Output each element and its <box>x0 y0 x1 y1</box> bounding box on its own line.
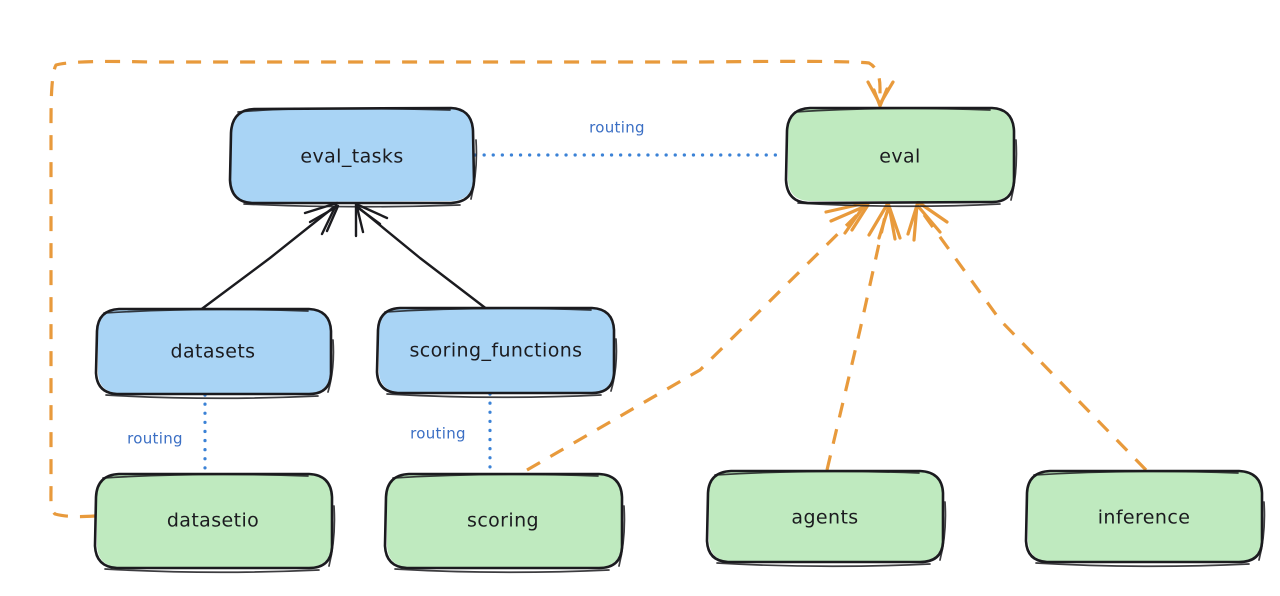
node-datasetio-fill <box>97 475 331 567</box>
node-scoring-outline-sketch <box>392 473 626 574</box>
dependency-path-datasetio <box>49 59 882 519</box>
edge-inference-to-eval <box>906 200 1148 472</box>
dependency-path-inference <box>920 211 1148 472</box>
node-scoring[interactable]: scoring <box>383 472 626 574</box>
edge-scoring-functions-to-scoring: routing <box>410 392 492 474</box>
node-inference[interactable]: inference <box>1024 469 1266 568</box>
node-scoring-functions-outline-sketch <box>384 307 618 399</box>
edge-scoring-functions-to-eval-tasks <box>354 202 490 312</box>
node-eval-tasks-fill <box>231 109 473 202</box>
node-datasetio-label: datasetio <box>167 510 259 532</box>
node-eval-fill <box>788 109 1013 201</box>
edge-label-routing-scoring-functions: routing <box>410 425 466 443</box>
node-scoring-functions-fill <box>379 309 613 392</box>
arrowhead-agents-eval-b <box>877 204 897 241</box>
node-inference-outline-sketch <box>1033 470 1266 568</box>
edge-eval-tasks-to-eval: routing <box>473 119 786 157</box>
node-datasets-fill <box>98 310 330 393</box>
node-agents-outline-sketch <box>714 470 947 568</box>
node-eval-tasks[interactable]: eval_tasks <box>228 106 478 208</box>
node-agents-label: agents <box>791 507 858 529</box>
edge-label-routing-datasets: routing <box>127 430 183 448</box>
edge-datasets-to-datasetio: routing <box>127 393 207 474</box>
composition-path-datasets <box>197 205 336 313</box>
node-scoring-fill <box>387 475 621 567</box>
node-eval-tasks-label: eval_tasks <box>300 146 403 168</box>
node-datasets-outline <box>94 307 333 396</box>
node-datasets[interactable]: datasets <box>94 307 335 400</box>
node-datasetio[interactable]: datasetio <box>93 472 336 574</box>
node-inference-label: inference <box>1098 507 1191 529</box>
node-agents-fill <box>709 472 942 561</box>
node-scoring-functions[interactable]: scoring_functions <box>375 306 618 399</box>
node-agents[interactable]: agents <box>705 469 947 568</box>
dependency-path-scoring <box>526 210 862 472</box>
arrowhead-datasetio-eval-b <box>872 87 889 108</box>
edge-datasets-to-eval-tasks <box>197 201 340 313</box>
edge-label-routing-eval-tasks: routing <box>589 119 645 137</box>
edge-datasetio-to-eval <box>49 59 895 519</box>
node-eval-outline-sketch <box>794 107 1018 208</box>
node-eval-tasks-outline-sketch <box>237 107 478 208</box>
node-eval-label: eval <box>879 146 920 168</box>
node-datasets-outline-sketch <box>103 308 335 400</box>
arrowhead-inference-eval-b <box>912 203 942 242</box>
node-datasetio-outline-sketch <box>102 473 336 574</box>
node-scoring-functions-outline <box>375 306 616 395</box>
node-inference-fill <box>1028 472 1261 561</box>
node-scoring-functions-label: scoring_functions <box>410 340 583 362</box>
node-datasets-label: datasets <box>171 341 256 363</box>
dependency-path-agents <box>825 211 888 471</box>
node-scoring-label: scoring <box>467 510 539 532</box>
node-eval[interactable]: eval <box>784 106 1018 208</box>
edge-agents-to-eval <box>825 201 902 471</box>
